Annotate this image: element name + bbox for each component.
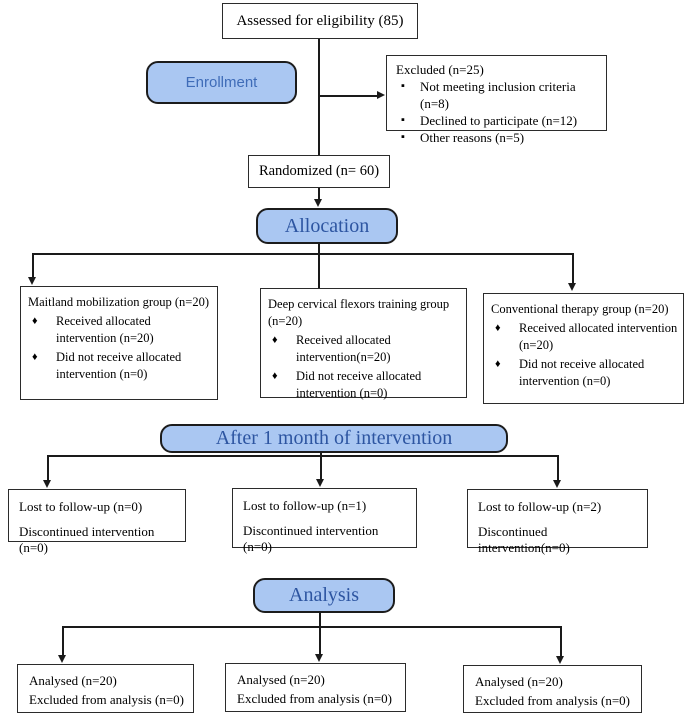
connector-line [318,188,320,201]
square-bullet-icon: ▪ [401,131,405,143]
connector-line [62,626,64,656]
square-bullet-icon: ▪ [401,114,405,126]
analysis-line: Analysed (n=20) [237,672,325,687]
group-item: ♦ Received allocated intervention (n=20) [491,320,679,354]
diamond-bullet-icon: ♦ [495,358,501,370]
group-item-text: Received allocated intervention(n=20) [296,333,391,364]
excluded-box: Excluded (n=25) ▪ Not meeting inclusion … [386,55,607,145]
diamond-bullet-icon: ♦ [272,334,278,346]
arrowhead-down-icon [316,479,324,487]
connector-line [320,452,322,481]
group-box-deep-cervical: Deep cervical flexors training group (n=… [260,288,467,400]
diamond-bullet-icon: ♦ [32,351,38,363]
allocation-stage-pill: Allocation [256,208,398,244]
analysis-line: Excluded from analysis (n=0) [475,693,630,708]
connector-line [318,244,320,288]
excluded-item: ▪ Declined to participate (n=12) [396,112,600,129]
followup-box-deep-cervical: Lost to follow-up (n=1) Discontinued int… [232,488,417,554]
connector-line [33,253,574,255]
connector-line [557,455,559,481]
arrowhead-down-icon [553,480,561,488]
excluded-item-text: Other reasons (n=5) [420,130,525,145]
group-item-text: Did not receive allocated intervention (… [296,369,422,400]
group-title: Maitland mobilization group (n=20) [28,295,209,309]
analysis-line: Excluded from analysis (n=0) [29,692,184,707]
analysis-line: Analysed (n=20) [475,674,563,689]
followup-line: Discontinued intervention (n=0) [243,523,379,554]
analysis-label: Analysis [289,584,359,606]
group-item: ♦ Did not receive allocated intervention… [268,368,462,402]
excluded-item-text: Declined to participate (n=12) [420,113,578,128]
assessed-box: Assessed for eligibility (85) [222,3,418,39]
followup-box-conventional: Lost to follow-up (n=2) Discontinued int… [467,489,648,555]
group-box-maitland: Maitland mobilization group (n=20) ♦ Rec… [20,286,218,400]
assessed-text: Assessed for eligibility (85) [236,12,404,29]
arrowhead-down-icon [556,656,564,664]
connector-line [572,253,574,283]
group-item-text: Did not receive allocated intervention (… [519,357,645,388]
excluded-title: Excluded (n=25) [396,62,484,77]
arrowhead-down-icon [314,199,322,207]
group-box-conventional: Conventional therapy group (n=20) ♦ Rece… [483,293,684,404]
arrowhead-down-icon [58,655,66,663]
connector-line [32,253,34,278]
allocation-label: Allocation [284,214,370,237]
group-item: ♦ Did not receive allocated intervention… [28,349,213,383]
arrowhead-down-icon [28,277,36,285]
group-item: ♦ Received allocated intervention(n=20) [268,332,462,366]
group-title: Conventional therapy group (n=20) [491,302,669,316]
group-item-text: Received allocated intervention (n=20) [519,321,678,352]
group-item-text: Did not receive allocated intervention (… [56,350,182,381]
enrollment-stage-pill: Enrollment [146,61,297,104]
excluded-item: ▪ Not meeting inclusion criteria (n=8) [396,78,600,112]
square-bullet-icon: ▪ [401,80,405,92]
arrowhead-down-icon [568,283,576,291]
followup-line: Lost to follow-up (n=1) [243,498,367,513]
analysis-line: Excluded from analysis (n=0) [237,691,392,706]
group-item: ♦ Did not receive allocated intervention… [491,356,679,390]
analysis-box-maitland: Analysed (n=20) Excluded from analysis (… [17,664,194,713]
diamond-bullet-icon: ♦ [495,322,501,334]
excluded-item: ▪ Other reasons (n=5) [396,129,600,146]
followup-label: After 1 month of intervention [215,427,453,449]
connector-line [560,626,562,656]
followup-line: Discontinued intervention(n=0) [478,524,570,555]
group-item: ♦ Received allocated intervention (n=20) [28,313,213,347]
followup-line: Lost to follow-up (n=0) [19,499,143,514]
enrollment-label: Enrollment [185,74,258,91]
followup-line: Lost to follow-up (n=2) [478,499,602,514]
analysis-box-deep-cervical: Analysed (n=20) Excluded from analysis (… [225,663,406,712]
arrowhead-right-icon [377,91,385,99]
arrowhead-down-icon [315,654,323,662]
followup-stage-pill: After 1 month of intervention [160,424,508,453]
randomized-box: Randomized (n= 60) [248,155,390,188]
analysis-line: Analysed (n=20) [29,673,117,688]
followup-line: Discontinued intervention (n=0) [19,524,155,555]
randomized-text: Randomized (n= 60) [258,163,380,179]
excluded-item-text: Not meeting inclusion criteria (n=8) [420,79,576,111]
connector-line [318,95,377,97]
diamond-bullet-icon: ♦ [272,370,278,382]
arrowhead-down-icon [43,480,51,488]
connector-line [319,613,321,656]
analysis-stage-pill: Analysis [253,578,395,613]
connector-line [48,455,558,457]
connector-line [318,39,320,155]
followup-box-maitland: Lost to follow-up (n=0) Discontinued int… [8,489,186,555]
group-item-text: Received allocated intervention (n=20) [56,314,154,345]
connector-line [63,626,561,628]
group-title: Deep cervical flexors training group (n=… [268,297,450,328]
diamond-bullet-icon: ♦ [32,315,38,327]
analysis-box-conventional: Analysed (n=20) Excluded from analysis (… [463,665,642,713]
connector-line [47,455,49,481]
